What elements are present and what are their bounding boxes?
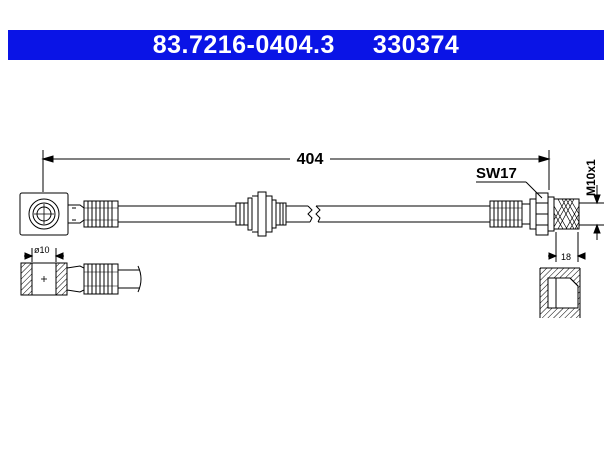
title-bar: 83.7216-0404.3 330374 bbox=[8, 30, 604, 60]
reference-number: 330374 bbox=[372, 30, 460, 59]
right-crimp-sleeve bbox=[489, 200, 523, 228]
length-label: 404 bbox=[297, 151, 324, 168]
depth-dimension bbox=[548, 232, 586, 262]
banjo-fitting bbox=[19, 192, 85, 236]
thread-size-label: M10x1 bbox=[584, 159, 598, 196]
port-section-view bbox=[539, 267, 581, 318]
bore-dimension bbox=[24, 248, 64, 262]
port-depth-label: 18 bbox=[561, 252, 571, 262]
length-dimension bbox=[41, 150, 551, 192]
wrench-size-leader bbox=[476, 181, 543, 199]
hose-segment-right bbox=[286, 205, 490, 223]
left-crimp-sleeve bbox=[83, 200, 119, 228]
hose-segment-left bbox=[118, 205, 236, 223]
banjo-section-view bbox=[20, 262, 142, 296]
thread-dimension bbox=[579, 185, 604, 240]
middle-bracket bbox=[235, 191, 287, 237]
part-number: 83.7216-0404.3 bbox=[152, 30, 335, 59]
male-fitting bbox=[521, 192, 580, 236]
bore-diameter-label: ø10 bbox=[34, 245, 50, 255]
wrench-size-label: SW17 bbox=[476, 165, 517, 182]
